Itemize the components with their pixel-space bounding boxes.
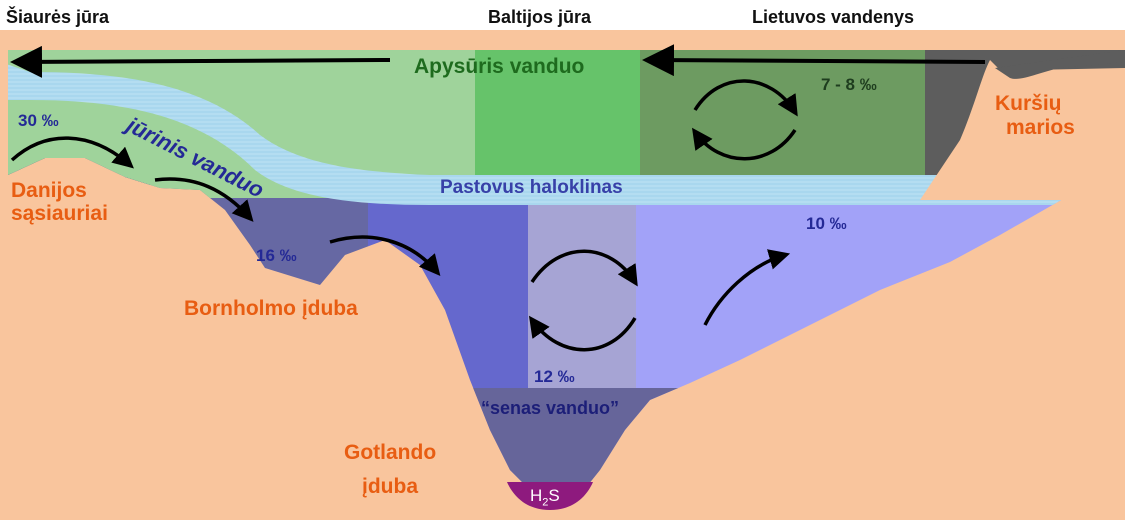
- halocline-label: Pastovus haloklinas: [440, 178, 623, 197]
- region-danish-straits-line1: Danijos: [11, 180, 87, 201]
- region-danish-straits-line2: sąsiauriai: [11, 203, 108, 224]
- header-lithuanian-waters: Lietuvos vandenys: [752, 8, 914, 26]
- region-curonian-lagoon-line2: marios: [1006, 117, 1075, 138]
- salinity-north-sea: 30 ‰: [18, 112, 59, 129]
- region-bornholm-basin: Bornholmo įduba: [184, 298, 358, 319]
- surface-water-label: Apysūris vanduo: [414, 56, 584, 77]
- salinity-gotland: 12 ‰: [534, 368, 575, 385]
- outflow-arrow-east: [650, 60, 985, 62]
- region-gotland-basin-line2: įduba: [362, 476, 418, 497]
- salinity-surface: 7 - 8 ‰: [821, 76, 877, 93]
- salinity-east: 10 ‰: [806, 215, 847, 232]
- old-water-label: “senas vanduo”: [481, 399, 619, 417]
- region-curonian-lagoon-line1: Kuršių: [995, 93, 1062, 114]
- h2s-label-h: H: [530, 486, 542, 505]
- outflow-arrow-west: [18, 60, 390, 62]
- h2s-label-s: S: [548, 486, 559, 505]
- salinity-bornholm: 16 ‰: [256, 247, 297, 264]
- h2s-label: H2S: [530, 487, 560, 508]
- header-baltic-sea: Baltijos jūra: [488, 8, 591, 26]
- header-north-sea: Šiaurės jūra: [6, 8, 109, 26]
- region-gotland-basin-line1: Gotlando: [344, 442, 436, 463]
